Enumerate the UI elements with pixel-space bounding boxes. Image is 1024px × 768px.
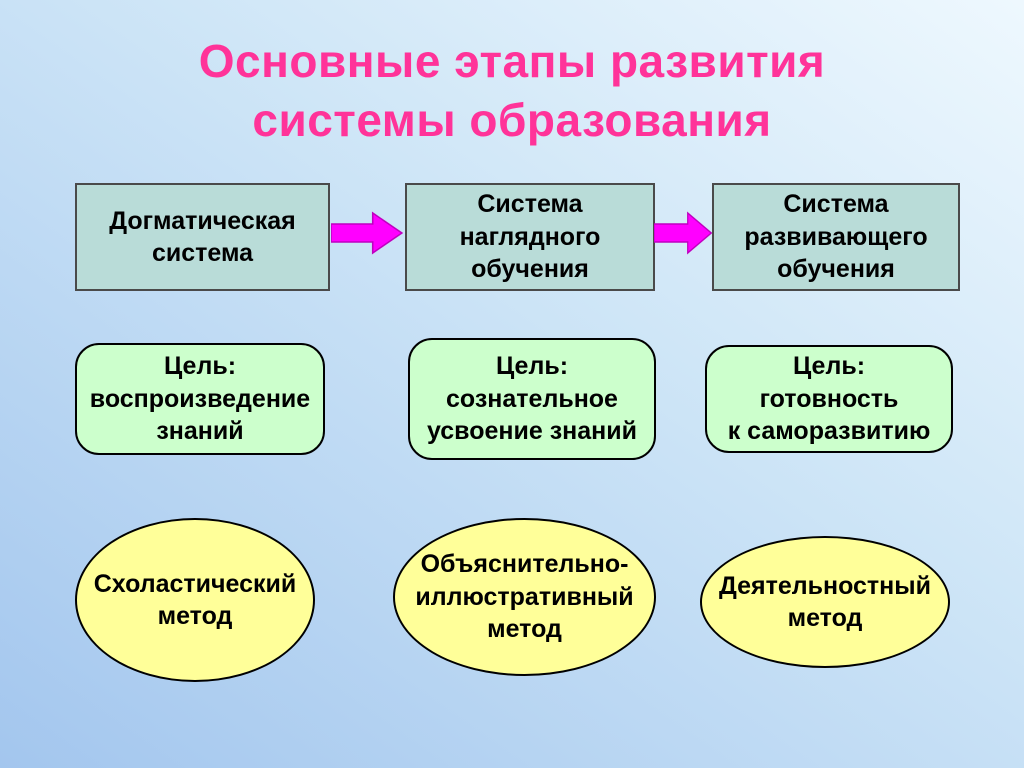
slide-title: Основные этапы развития системы образова… [198, 35, 826, 146]
goal-box-knowledge-reproduction: Цель: воспроизведение знаний [75, 343, 325, 455]
method-ellipse-activity-based: Деятельностный метод [700, 536, 950, 668]
method-ellipse-explanatory-illustrative: Объяснительно- иллюстративный метод [393, 518, 656, 676]
goal-box-conscious-learning: Цель: сознательное усвоение знаний [408, 338, 656, 460]
arrow-right-icon-2 [654, 211, 713, 255]
arrow-right-icon-1 [331, 211, 404, 255]
stage-box-visual-learning-system: Система наглядного обучения [405, 183, 655, 291]
stage-box-developmental-learning-system: Система развивающего обучения [712, 183, 960, 291]
method-ellipse-scholastic: Схоластический метод [75, 518, 315, 682]
stage-box-dogmatic-system: Догматическая система [75, 183, 330, 291]
goal-box-self-development-readiness: Цель: готовность к саморазвитию [705, 345, 953, 453]
